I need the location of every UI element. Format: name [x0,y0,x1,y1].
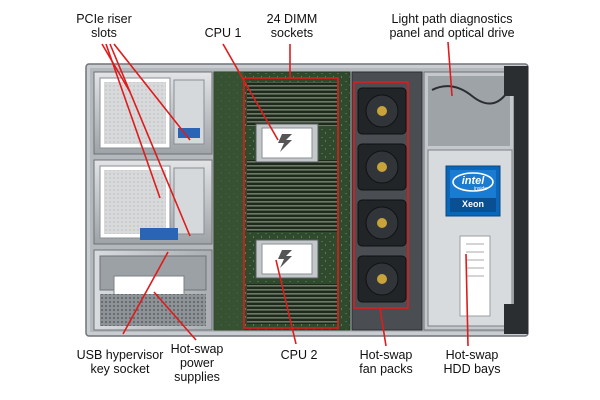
label-power-supplies: Hot-swap power supplies [170,342,224,384]
intel-xeon-text: Xeon [461,199,484,209]
label-light-path: Light path diagnostics panel and optical… [389,12,515,40]
cpu2-leader [275,259,297,345]
label-cpu1: CPU 1 [204,26,242,40]
fan-pack-1 [357,87,407,135]
pcie-leader-2 [113,43,191,141]
usb-leader [122,251,169,335]
label-dimm-sockets: 24 DIMM sockets [266,12,318,40]
psu-leader [153,291,197,341]
dimm-bank-upper [247,82,337,126]
intel-xeon-badge [445,165,501,217]
fans-leader [379,307,387,347]
label-cpu2: CPU 2 [280,348,318,362]
dimm-bank-lower [247,284,337,324]
pcie-leader-4 [109,43,191,237]
label-fan-packs: Hot-swap fan packs [359,348,413,376]
cpu1-leader [222,43,279,141]
label-pcie-riser-slots: PCIe riser slots [76,12,132,40]
intel-brand-text: intel [461,175,485,187]
lightpath-leader [447,41,453,97]
dimm-bank-middle [247,160,337,232]
label-hdd-bays: Hot-swap HDD bays [443,348,501,376]
label-usb-hypervisor: USB hypervisor key socket [76,348,164,376]
fan-pack-4 [357,255,407,303]
intel-inside-text: inside [474,186,488,192]
callouts [101,41,469,347]
hdd-leader [465,253,469,347]
fan-pack-2 [357,143,407,191]
fan-callout-box [353,81,409,309]
front-bezel [514,66,528,334]
dimm-callout-box [243,77,339,329]
pcie-leader-1 [101,43,131,93]
fan-pack-3 [357,199,407,247]
pcie-leader-3 [105,43,161,199]
